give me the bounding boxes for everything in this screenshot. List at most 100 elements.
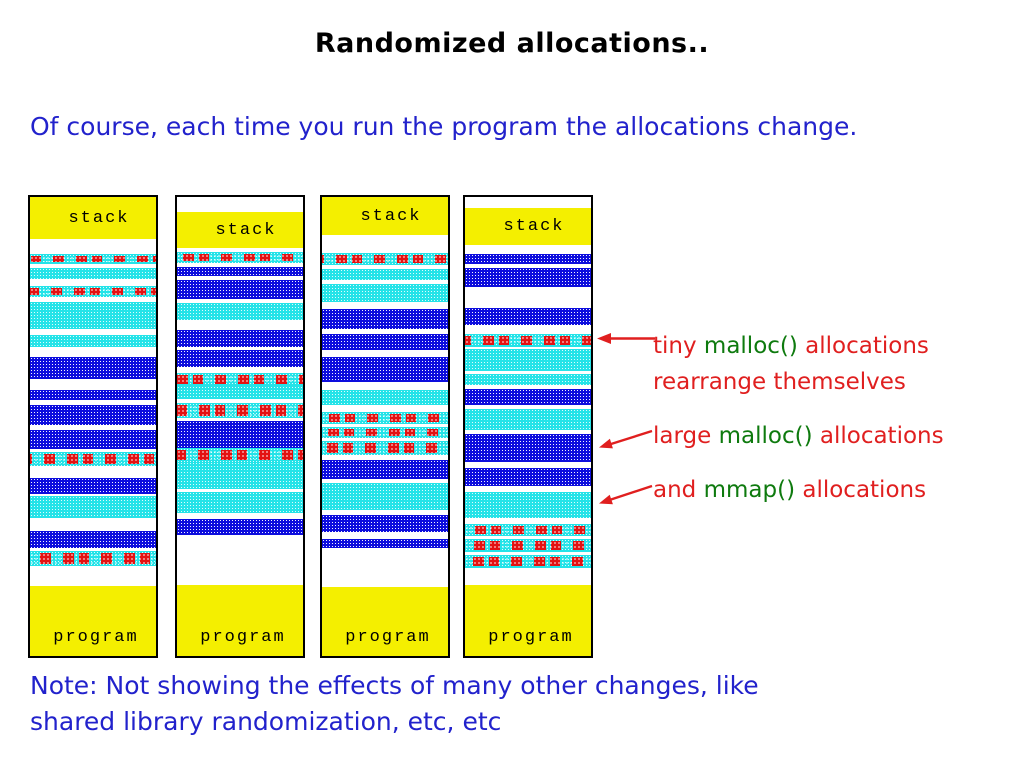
band-cyan bbox=[465, 349, 591, 371]
band-stack: stack bbox=[465, 208, 591, 245]
band-tiny bbox=[322, 427, 448, 438]
annotation-segment: mmap() bbox=[703, 477, 796, 503]
band-gap bbox=[322, 302, 448, 309]
band-program: program bbox=[322, 587, 448, 656]
band-stack: stack bbox=[177, 212, 303, 248]
band-gap bbox=[177, 197, 303, 212]
band-cyan bbox=[322, 284, 448, 302]
segment-label-stack: stack bbox=[360, 206, 422, 226]
band-tiny bbox=[30, 286, 156, 297]
footer-note-line1: Note: Not showing the effects of many ot… bbox=[30, 671, 759, 700]
band-gap bbox=[465, 405, 591, 409]
band-navy bbox=[465, 468, 591, 486]
band-navy bbox=[177, 519, 303, 535]
band-navy bbox=[465, 434, 591, 462]
band-gap bbox=[322, 280, 448, 284]
band-navy bbox=[177, 350, 303, 367]
annotation-segment: allocations bbox=[812, 423, 944, 449]
band-navy bbox=[30, 430, 156, 449]
band-navy bbox=[30, 405, 156, 425]
band-gap bbox=[177, 418, 303, 421]
band-gap bbox=[322, 235, 448, 253]
annotation-segment: tiny bbox=[653, 333, 704, 359]
memory-column-3: stack program bbox=[320, 195, 450, 658]
band-gap bbox=[177, 320, 303, 330]
band-gap bbox=[177, 299, 303, 303]
band-tiny bbox=[30, 254, 156, 264]
band-tiny bbox=[465, 539, 591, 552]
band-program: program bbox=[465, 585, 591, 656]
band-cyan bbox=[30, 496, 156, 518]
annotation-mmap: and mmap() allocations bbox=[653, 472, 926, 508]
band-gap bbox=[30, 466, 156, 478]
band-gap bbox=[465, 568, 591, 585]
band-gap bbox=[30, 494, 156, 496]
band-gap bbox=[465, 287, 591, 308]
band-gap bbox=[322, 510, 448, 515]
band-navy bbox=[30, 478, 156, 494]
band-cyan bbox=[30, 268, 156, 279]
band-cyan bbox=[30, 335, 156, 347]
band-gap bbox=[30, 518, 156, 531]
band-cyan bbox=[177, 492, 303, 513]
band-gap bbox=[177, 399, 303, 403]
band-navy bbox=[177, 280, 303, 299]
band-program: program bbox=[177, 585, 303, 656]
band-navy bbox=[465, 308, 591, 325]
annotation-segment: allocations bbox=[795, 477, 927, 503]
annotation-line: and mmap() allocations bbox=[653, 472, 926, 508]
band-tiny bbox=[177, 403, 303, 418]
arrow-large-malloc-icon bbox=[599, 429, 653, 449]
band-tiny bbox=[177, 373, 303, 386]
band-tiny bbox=[322, 441, 448, 455]
segment-label-program: program bbox=[345, 628, 431, 647]
band-stack: stack bbox=[322, 197, 448, 235]
band-gap bbox=[465, 552, 591, 555]
segment-label-program: program bbox=[488, 628, 574, 647]
band-navy bbox=[465, 254, 591, 264]
band-gap bbox=[30, 449, 156, 452]
band-gap bbox=[177, 263, 303, 267]
arrow-mmap-icon bbox=[599, 484, 653, 505]
band-gap bbox=[322, 329, 448, 334]
band-gap bbox=[322, 405, 448, 412]
band-gap bbox=[30, 566, 156, 586]
segment-label-stack: stack bbox=[503, 217, 565, 236]
band-gap bbox=[465, 430, 591, 434]
annotation-large-malloc: large malloc() allocations bbox=[653, 418, 944, 454]
band-navy bbox=[30, 390, 156, 400]
band-gap bbox=[177, 535, 303, 585]
band-gap bbox=[30, 264, 156, 268]
band-gap bbox=[465, 536, 591, 539]
band-gap bbox=[177, 489, 303, 492]
band-gap bbox=[30, 425, 156, 430]
band-cyan bbox=[177, 462, 303, 489]
band-cyan bbox=[177, 303, 303, 320]
band-gap bbox=[177, 248, 303, 252]
segment-label-stack: stack bbox=[68, 208, 130, 228]
band-gap bbox=[30, 379, 156, 390]
segment-label-program: program bbox=[200, 628, 286, 647]
band-gap bbox=[322, 350, 448, 357]
arrow-tiny-malloc-icon bbox=[597, 333, 655, 344]
band-gap bbox=[465, 518, 591, 524]
memory-column-4: stack program bbox=[463, 195, 593, 658]
band-gap bbox=[177, 513, 303, 519]
band-gap bbox=[322, 532, 448, 539]
band-cyan bbox=[322, 390, 448, 405]
band-gap bbox=[177, 367, 303, 373]
band-gap bbox=[30, 400, 156, 405]
annotation-line: rearrange themselves bbox=[653, 364, 929, 400]
footer-note: Note: Not showing the effects of many ot… bbox=[30, 668, 759, 740]
band-gap bbox=[177, 347, 303, 350]
band-gap bbox=[30, 548, 156, 551]
band-gap bbox=[465, 486, 591, 492]
band-gap bbox=[322, 265, 448, 269]
band-gap bbox=[465, 264, 591, 268]
annotation-segment: malloc() bbox=[703, 333, 798, 359]
annotation-line: large malloc() allocations bbox=[653, 418, 944, 454]
band-cyan bbox=[30, 302, 156, 329]
band-gap bbox=[30, 297, 156, 302]
